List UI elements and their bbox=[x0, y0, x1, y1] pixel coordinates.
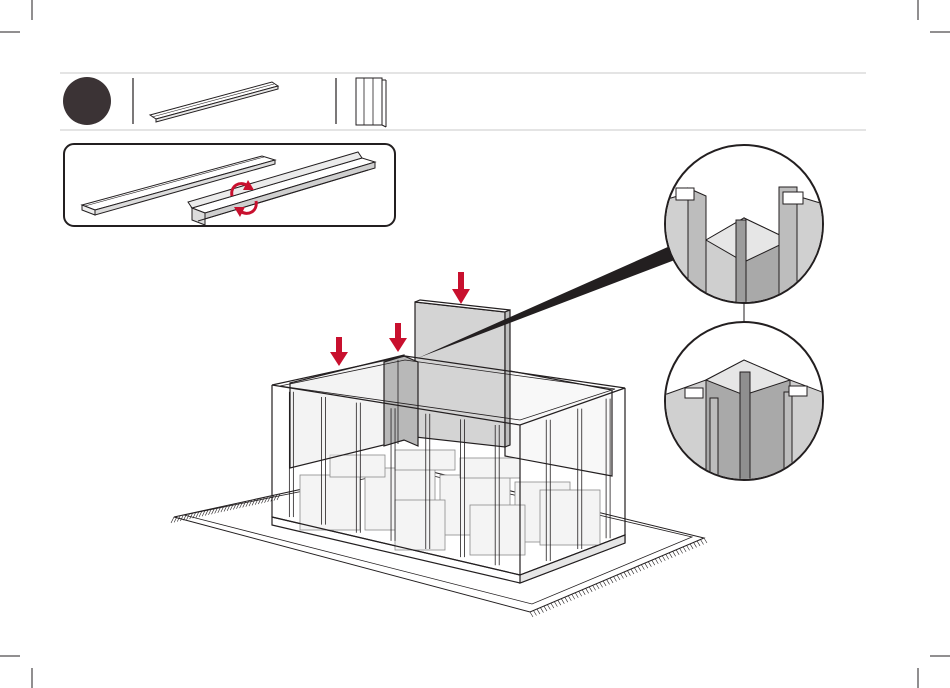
step-badge bbox=[63, 77, 111, 125]
corner-detail-open bbox=[664, 145, 830, 320]
callout-pointer bbox=[418, 246, 680, 358]
strip-flip-inset bbox=[64, 144, 395, 226]
down-arrow-middle bbox=[389, 323, 407, 352]
wall-panel-inserted bbox=[415, 300, 510, 447]
down-arrow-right bbox=[452, 272, 470, 304]
down-arrow-left bbox=[330, 337, 348, 366]
corner-detail-assembled bbox=[664, 322, 830, 500]
header-rules bbox=[60, 73, 866, 130]
corner-post bbox=[384, 356, 418, 446]
flat-strip-part-icon bbox=[150, 82, 278, 122]
wall-panel-part-icon bbox=[356, 78, 386, 127]
